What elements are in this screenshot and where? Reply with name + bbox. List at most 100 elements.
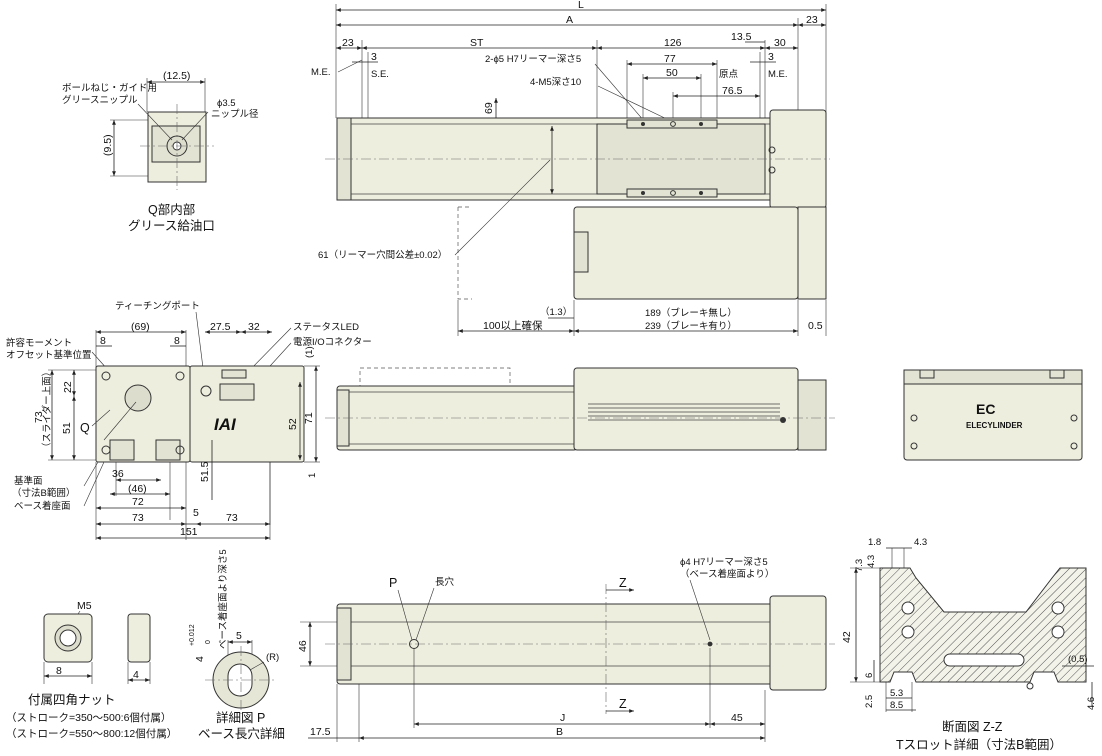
dim-73c: 73 [226, 512, 238, 524]
detail-p: ベース着座面より深さ5 4 +0.012 0 5 (R) 詳細図 P ベース長穴… [189, 549, 285, 741]
sec-dim-7-3: 7.3 [854, 559, 865, 572]
sec-dim-8-5: 8.5 [890, 700, 903, 711]
side-view [325, 367, 835, 451]
dim-46-bottom: 46 [297, 640, 309, 652]
section-mark-z: Z [619, 576, 627, 590]
dim-73b: 73 [132, 512, 144, 524]
dim-151: 151 [180, 526, 198, 538]
dim-22: 22 [62, 381, 74, 393]
detail-q-caption-2: グリース給油口 [128, 219, 215, 233]
reamer-bottom-note: ϕ4 H7リーマー深さ5 [680, 557, 768, 568]
ec-mark: EC [976, 401, 995, 417]
dim-27-5: 27.5 [210, 321, 231, 333]
nipple-phi-label: ニップル径 [211, 108, 259, 120]
dim-3-right: 3 [768, 51, 774, 63]
dim-B: B [556, 726, 563, 738]
me-left-label: M.E. [311, 67, 331, 78]
nipple-label-2: グリースニップル [62, 94, 138, 106]
dim-73-note: （スライダー上面） [41, 367, 53, 452]
dim-0-5: 0.5 [808, 320, 823, 332]
detail-p-dim-5: 5 [236, 630, 242, 642]
nut-caption-2: （ストローク=350～500:6個付属） [6, 711, 171, 724]
section-mark-z2: Z [619, 697, 627, 711]
sec-dim-1-8: 1.8 [868, 537, 881, 548]
dim-8b: 8 [174, 335, 180, 347]
square-nut: M5 8 4 付属四角ナット （ストローク=350～500:6個付属） （ストロ… [6, 600, 177, 740]
sec-dim-2-5: 2.5 [864, 695, 875, 708]
dim-126: 126 [664, 37, 682, 49]
dim-5-end: 5 [193, 507, 199, 519]
dim-76-5: 76.5 [722, 85, 743, 97]
dim-ST: ST [470, 37, 484, 49]
section-caption-1: 断面図 Z-Z [942, 719, 1003, 734]
label-P: P [389, 576, 397, 590]
se-label: S.E. [371, 69, 389, 80]
detail-p-r: (R) [266, 652, 279, 663]
dim-72: 72 [132, 496, 144, 508]
elecylinder-logo: ELECYLINDER [966, 421, 1023, 430]
detail-p-depth-note: ベース着座面より深さ5 [217, 549, 229, 649]
detail-q: (12.5) (9.5) ボールねじ・ガイド用 グリースニップル ϕ3.5 ニッ… [62, 70, 259, 233]
dim-17-5: 17.5 [310, 726, 331, 738]
dim-A: A [566, 14, 573, 26]
dim-1a: (1) [304, 346, 315, 358]
detail-p-caption-2: ベース長穴詳細 [198, 726, 285, 741]
moment-ref-label-2: オフセット基準位置 [6, 349, 92, 361]
datum-label-2: （寸法B範囲） [12, 487, 75, 499]
origin-label: 原点 [719, 69, 739, 80]
power-io-label: 電源I/Oコネクター [293, 337, 372, 348]
sec-dim-6: 6 [864, 673, 875, 678]
section-caption-2: Tスロット詳細（寸法B範囲） [896, 737, 1062, 752]
dim-52: 52 [287, 418, 299, 430]
nut-m5: M5 [77, 600, 92, 612]
dim-23-left: 23 [342, 37, 354, 49]
dim-50: 50 [666, 67, 678, 79]
status-led-label: ステータスLED [293, 322, 359, 333]
sec-dim-0-5: (0.5) [1068, 654, 1088, 665]
sec-dim-42: 42 [841, 631, 853, 643]
dim-23-right: 23 [806, 14, 818, 26]
bottom-view: P 長穴 ϕ4 H7リーマー深さ5 （ベース着座面より） Z Z 46 J 45… [297, 557, 835, 742]
nut-caption-1: 付属四角ナット [28, 693, 116, 707]
detail-p-caption-1: 詳細図 P [216, 710, 265, 725]
datum-label-1: 基準面 [14, 475, 43, 487]
dim-32: 32 [248, 321, 260, 333]
tap-note: 4-M5深さ10 [530, 77, 581, 88]
slot-label: 長穴 [435, 576, 455, 588]
dim-46-end: (46) [128, 483, 147, 495]
nipple-label-1: ボールねじ・ガイド用 [62, 83, 157, 94]
nut-dim-8: 8 [56, 665, 62, 677]
dim-L: L [578, 0, 584, 11]
detail-p-tol: 4 [194, 656, 206, 662]
section-zz: 1.8 4.3 7.3 4.3 42 6 2.5 5.3 8.5 (0.5) 4… [841, 537, 1097, 752]
dim-51-5: 51.5 [199, 461, 211, 482]
dim-69: 69 [483, 102, 495, 114]
reamer-pitch-note: 61（リーマー穴間公差±0.02） [318, 249, 447, 261]
dim-71: 71 [303, 412, 315, 424]
dim-13-5: 13.5 [731, 31, 752, 43]
dim-1b: 1 [307, 473, 318, 478]
brake-none-label: 189（ブレーキ無し） [645, 307, 737, 319]
detail-p-tol-up: +0.012 [189, 624, 196, 646]
dim-30: 30 [774, 37, 786, 49]
me-right-label: M.E. [768, 69, 788, 80]
dim-J: J [560, 712, 565, 724]
dim-51: 51 [61, 422, 73, 434]
dim-77: 77 [664, 53, 676, 65]
sec-dim-4-6: 4.6 [1086, 697, 1097, 710]
sec-dim-5-3: 5.3 [890, 688, 903, 699]
dim-45: 45 [731, 712, 743, 724]
teaching-port-label: ティーチングポート [115, 300, 200, 312]
dim-36: 36 [112, 468, 124, 480]
dim-1-3: （1.3） [540, 306, 572, 318]
detail-p-tol-dn: 0 [205, 640, 212, 644]
sec-dim-4-3a: 4.3 [914, 537, 927, 548]
dim-8a: 8 [100, 335, 106, 347]
label-Q: Q [80, 421, 90, 435]
sec-dim-4-3b: 4.3 [866, 555, 877, 568]
nipple-phi: ϕ3.5 [217, 98, 236, 109]
moment-ref-label-1: 許容モーメント [6, 337, 72, 349]
end-view: ティーチングポート ステータスLED 電源I/Oコネクター 許容モーメント オフ… [6, 300, 372, 540]
detail-q-caption-1: Q部内部 [148, 202, 195, 217]
